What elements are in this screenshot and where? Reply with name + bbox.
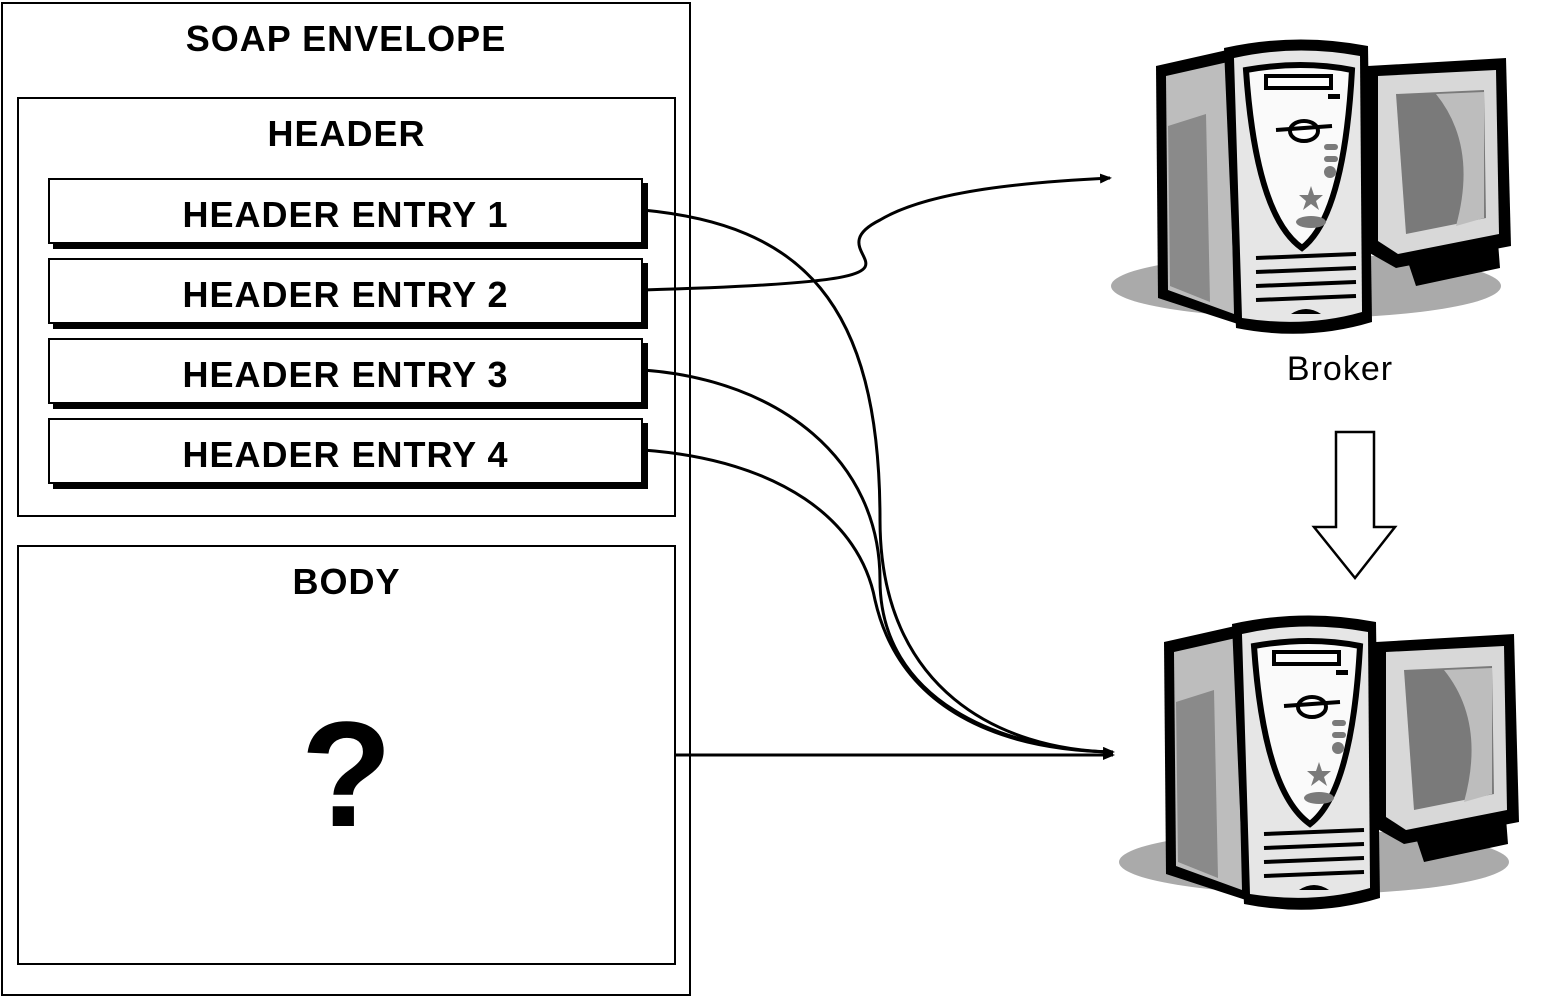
- header-entry-1-label: HEADER ENTRY 1: [182, 194, 509, 235]
- broker-computer-icon: [1111, 39, 1511, 333]
- soap-envelope-title: SOAP ENVELOPE: [185, 18, 507, 59]
- header-entry-2-label: HEADER ENTRY 2: [182, 274, 509, 315]
- header-title: HEADER: [267, 113, 426, 154]
- connector-entry-3-to-destination: [642, 368, 1114, 754]
- body-content-question-mark: ?: [300, 690, 393, 858]
- body-section: BODY ?: [17, 545, 676, 965]
- header-entry-4: HEADER ENTRY 4: [48, 418, 643, 484]
- down-arrow-icon: [1311, 430, 1398, 581]
- connector-entry-4-to-destination: [642, 448, 1114, 754]
- header-entry-4-label: HEADER ENTRY 4: [182, 434, 509, 475]
- destination-computer-icon: [1119, 615, 1519, 909]
- header-entry-3-label: HEADER ENTRY 3: [182, 354, 509, 395]
- body-title: BODY: [292, 561, 401, 602]
- header-entry-2: HEADER ENTRY 2: [48, 258, 643, 324]
- header-entry-1: HEADER ENTRY 1: [48, 178, 643, 244]
- connector-entry-2-to-broker: [642, 173, 1112, 292]
- broker-label: Broker: [1286, 350, 1394, 388]
- connector-entry-1-to-destination: [642, 208, 1115, 757]
- header-entry-3: HEADER ENTRY 3: [48, 338, 643, 404]
